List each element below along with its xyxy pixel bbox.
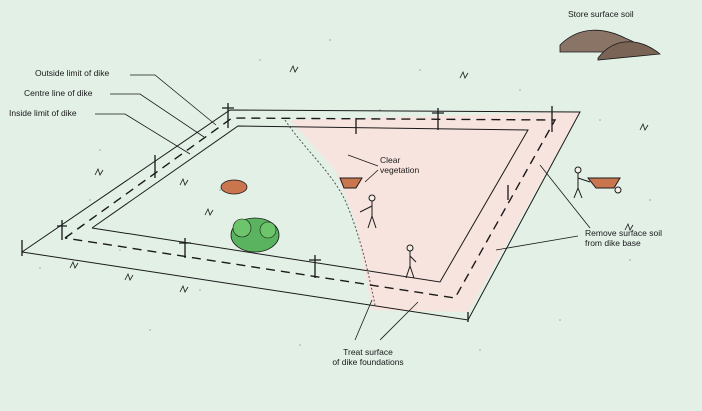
centre-line bbox=[64, 117, 557, 299]
label-outside-limit: Outside limit of dike bbox=[35, 68, 110, 78]
shrub bbox=[230, 217, 280, 253]
label-remove-surface-soil: Remove surface soil from dike base bbox=[585, 228, 663, 248]
workers bbox=[339, 166, 622, 279]
cleared-area bbox=[290, 112, 580, 312]
stakes bbox=[21, 103, 553, 322]
vegetation-edge bbox=[284, 119, 376, 306]
label-inside-limit: Inside limit of dike bbox=[9, 108, 77, 118]
label-centre-line: Centre line of dike bbox=[24, 88, 93, 98]
label-store-surface-soil: Store surface soil bbox=[568, 9, 634, 19]
leader-lines bbox=[95, 74, 591, 341]
soil-piles bbox=[559, 29, 662, 61]
rock bbox=[220, 179, 248, 195]
outside-limit-line bbox=[21, 109, 581, 321]
grass-tufts bbox=[69, 64, 649, 293]
label-treat-surface: Treat surface of dike foundations bbox=[332, 347, 404, 367]
inside-limit-line bbox=[91, 125, 529, 283]
label-clear-vegetation: Clear vegetation bbox=[380, 155, 420, 175]
